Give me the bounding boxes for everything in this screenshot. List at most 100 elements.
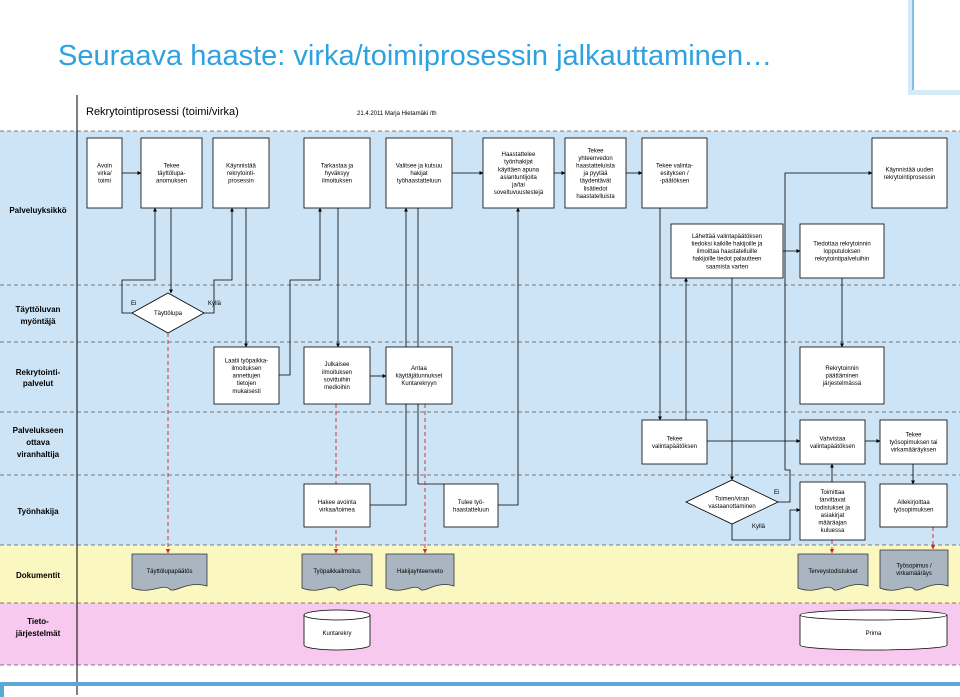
process-box-text: rekrytointi- <box>227 171 255 177</box>
document-text: Täyttölupapäätös <box>146 569 192 575</box>
process-box-frame <box>303 483 371 528</box>
process-box-text: hakijat <box>410 171 428 177</box>
process-box-text: työsopimuksen <box>893 507 933 513</box>
process-box-b12: Laatii työpaikka-ilmoituksenannettujenti… <box>213 346 280 405</box>
process-box-frame <box>879 419 948 465</box>
process-box-text: prosessin <box>228 179 254 185</box>
process-box-text: asiantuntijoita <box>500 175 537 181</box>
system-sys1: Kuntarekry <box>303 609 371 651</box>
process-box-text: Käynnistää uuden <box>885 167 933 173</box>
system-text: Prima <box>866 631 882 637</box>
process-box-text: käyttäen apuna <box>498 167 540 173</box>
process-box-text: rekrytointipalveluihin <box>815 257 869 263</box>
process-box-b20: Tulee työ-haastatteluun <box>443 483 499 528</box>
edge-b20-b6 <box>498 207 520 506</box>
process-box-text: Tekee <box>163 164 180 170</box>
decision-no-label: Ei <box>774 490 779 496</box>
lane-label: järjestelmät <box>15 629 61 638</box>
process-box-text: Tekee valinta- <box>656 164 693 170</box>
system-top <box>303 609 371 621</box>
process-box-frame <box>443 483 499 528</box>
process-box-text: Tekee <box>905 433 922 439</box>
system-text: Kuntarekry <box>322 631 351 637</box>
process-box-text: haastatelluista <box>576 194 615 200</box>
process-box-text: soveltuvuustestejä <box>494 190 544 196</box>
process-box-text: hyväksyy <box>325 171 350 177</box>
process-box-text: medioihin <box>324 385 350 391</box>
process-box-text: valintapäätöksen <box>810 444 855 450</box>
slide-title: Seuraava haaste: virka/toimiprosessin ja… <box>58 40 773 72</box>
process-box-text: Allekirjoittaa <box>897 500 930 506</box>
process-box-text: saamista varten <box>706 264 748 270</box>
process-box-text: työhaastatteluun <box>397 179 441 185</box>
process-box-text: sovittuihin <box>324 377 351 383</box>
lane-label: Palvelukseen <box>13 426 64 435</box>
process-box-text: lopputuloksen <box>823 249 860 255</box>
process-box-text: virkamääräyksen <box>891 448 936 454</box>
process-box-frame <box>385 137 453 209</box>
process-box-text: haastatteluun <box>453 507 489 513</box>
process-box-text: täyttölupa- <box>157 171 185 177</box>
edge-d1-yes-b3 <box>204 207 234 314</box>
lane-label: ottava <box>26 438 50 447</box>
process-box-text: yhteenvedon <box>578 156 612 162</box>
process-box-text: toimi <box>98 179 111 185</box>
process-box-b11: Tiedottaa rekrytoinninlopputuloksenrekry… <box>799 223 885 279</box>
process-box-text: ilmoituksen <box>322 370 352 376</box>
process-box-frame <box>641 419 708 465</box>
process-box-text: esityksen / <box>660 171 689 177</box>
process-box-text: Tulee työ- <box>458 500 484 506</box>
process-box-text: ilmoittaa haastatelluille <box>697 249 758 255</box>
process-box-text: Toimittaa <box>820 490 845 496</box>
process-box-frame <box>212 137 270 209</box>
document-doc5: Työsopimus /virkamääräys <box>879 549 949 591</box>
process-box-text: tiedoksi kaikille hakijoille ja <box>691 242 763 248</box>
process-box-b8: Tekee valinta-esityksen /-päätöksen <box>641 137 708 209</box>
process-box-text: Valitsee ja kutsuu <box>396 164 443 170</box>
document-text: Työsopimus / <box>896 563 932 569</box>
process-box-frame <box>799 223 885 279</box>
decision-no-label: Ei <box>131 301 136 307</box>
process-box-text: ja/tai <box>511 183 525 189</box>
edge-d2-no-b9 <box>784 171 873 470</box>
corner-accent <box>908 0 960 95</box>
process-box-text: virka/ <box>97 171 112 177</box>
document-doc3: Hakijayhteenveto <box>385 553 455 591</box>
decision-text: vastaanottaminen <box>708 504 755 510</box>
process-box-text: hakijoille tiedot palautteen <box>692 257 761 263</box>
process-box-text: Julkaisee <box>324 362 350 368</box>
process-box-frame <box>303 137 371 209</box>
diagram-meta: 21.4.2011 Marja Hietamäki /th <box>357 111 437 117</box>
system-body <box>303 615 371 651</box>
process-box-text: lisätiedot <box>584 186 608 192</box>
edge-d1-no-b2 <box>121 207 157 314</box>
process-box-text: todistukset ja <box>815 505 851 511</box>
bottom-accent-bar <box>0 682 960 686</box>
process-box-frame <box>385 346 453 405</box>
lane-label: viranhaltija <box>17 450 60 459</box>
edge-b12-b4 <box>279 207 322 376</box>
process-box-text: tietojen <box>237 381 256 387</box>
document-shape <box>385 553 455 591</box>
process-box-frame <box>86 137 123 209</box>
lane-label: Palveluyksikkö <box>9 206 66 215</box>
process-box-text: ilmoituksen <box>322 179 352 185</box>
process-box-frame <box>641 137 708 209</box>
process-box-frame <box>303 346 371 405</box>
document-shape <box>797 553 869 591</box>
process-box-text: valintapäätöksen <box>652 444 697 450</box>
bottom-accent-stub <box>0 682 4 697</box>
